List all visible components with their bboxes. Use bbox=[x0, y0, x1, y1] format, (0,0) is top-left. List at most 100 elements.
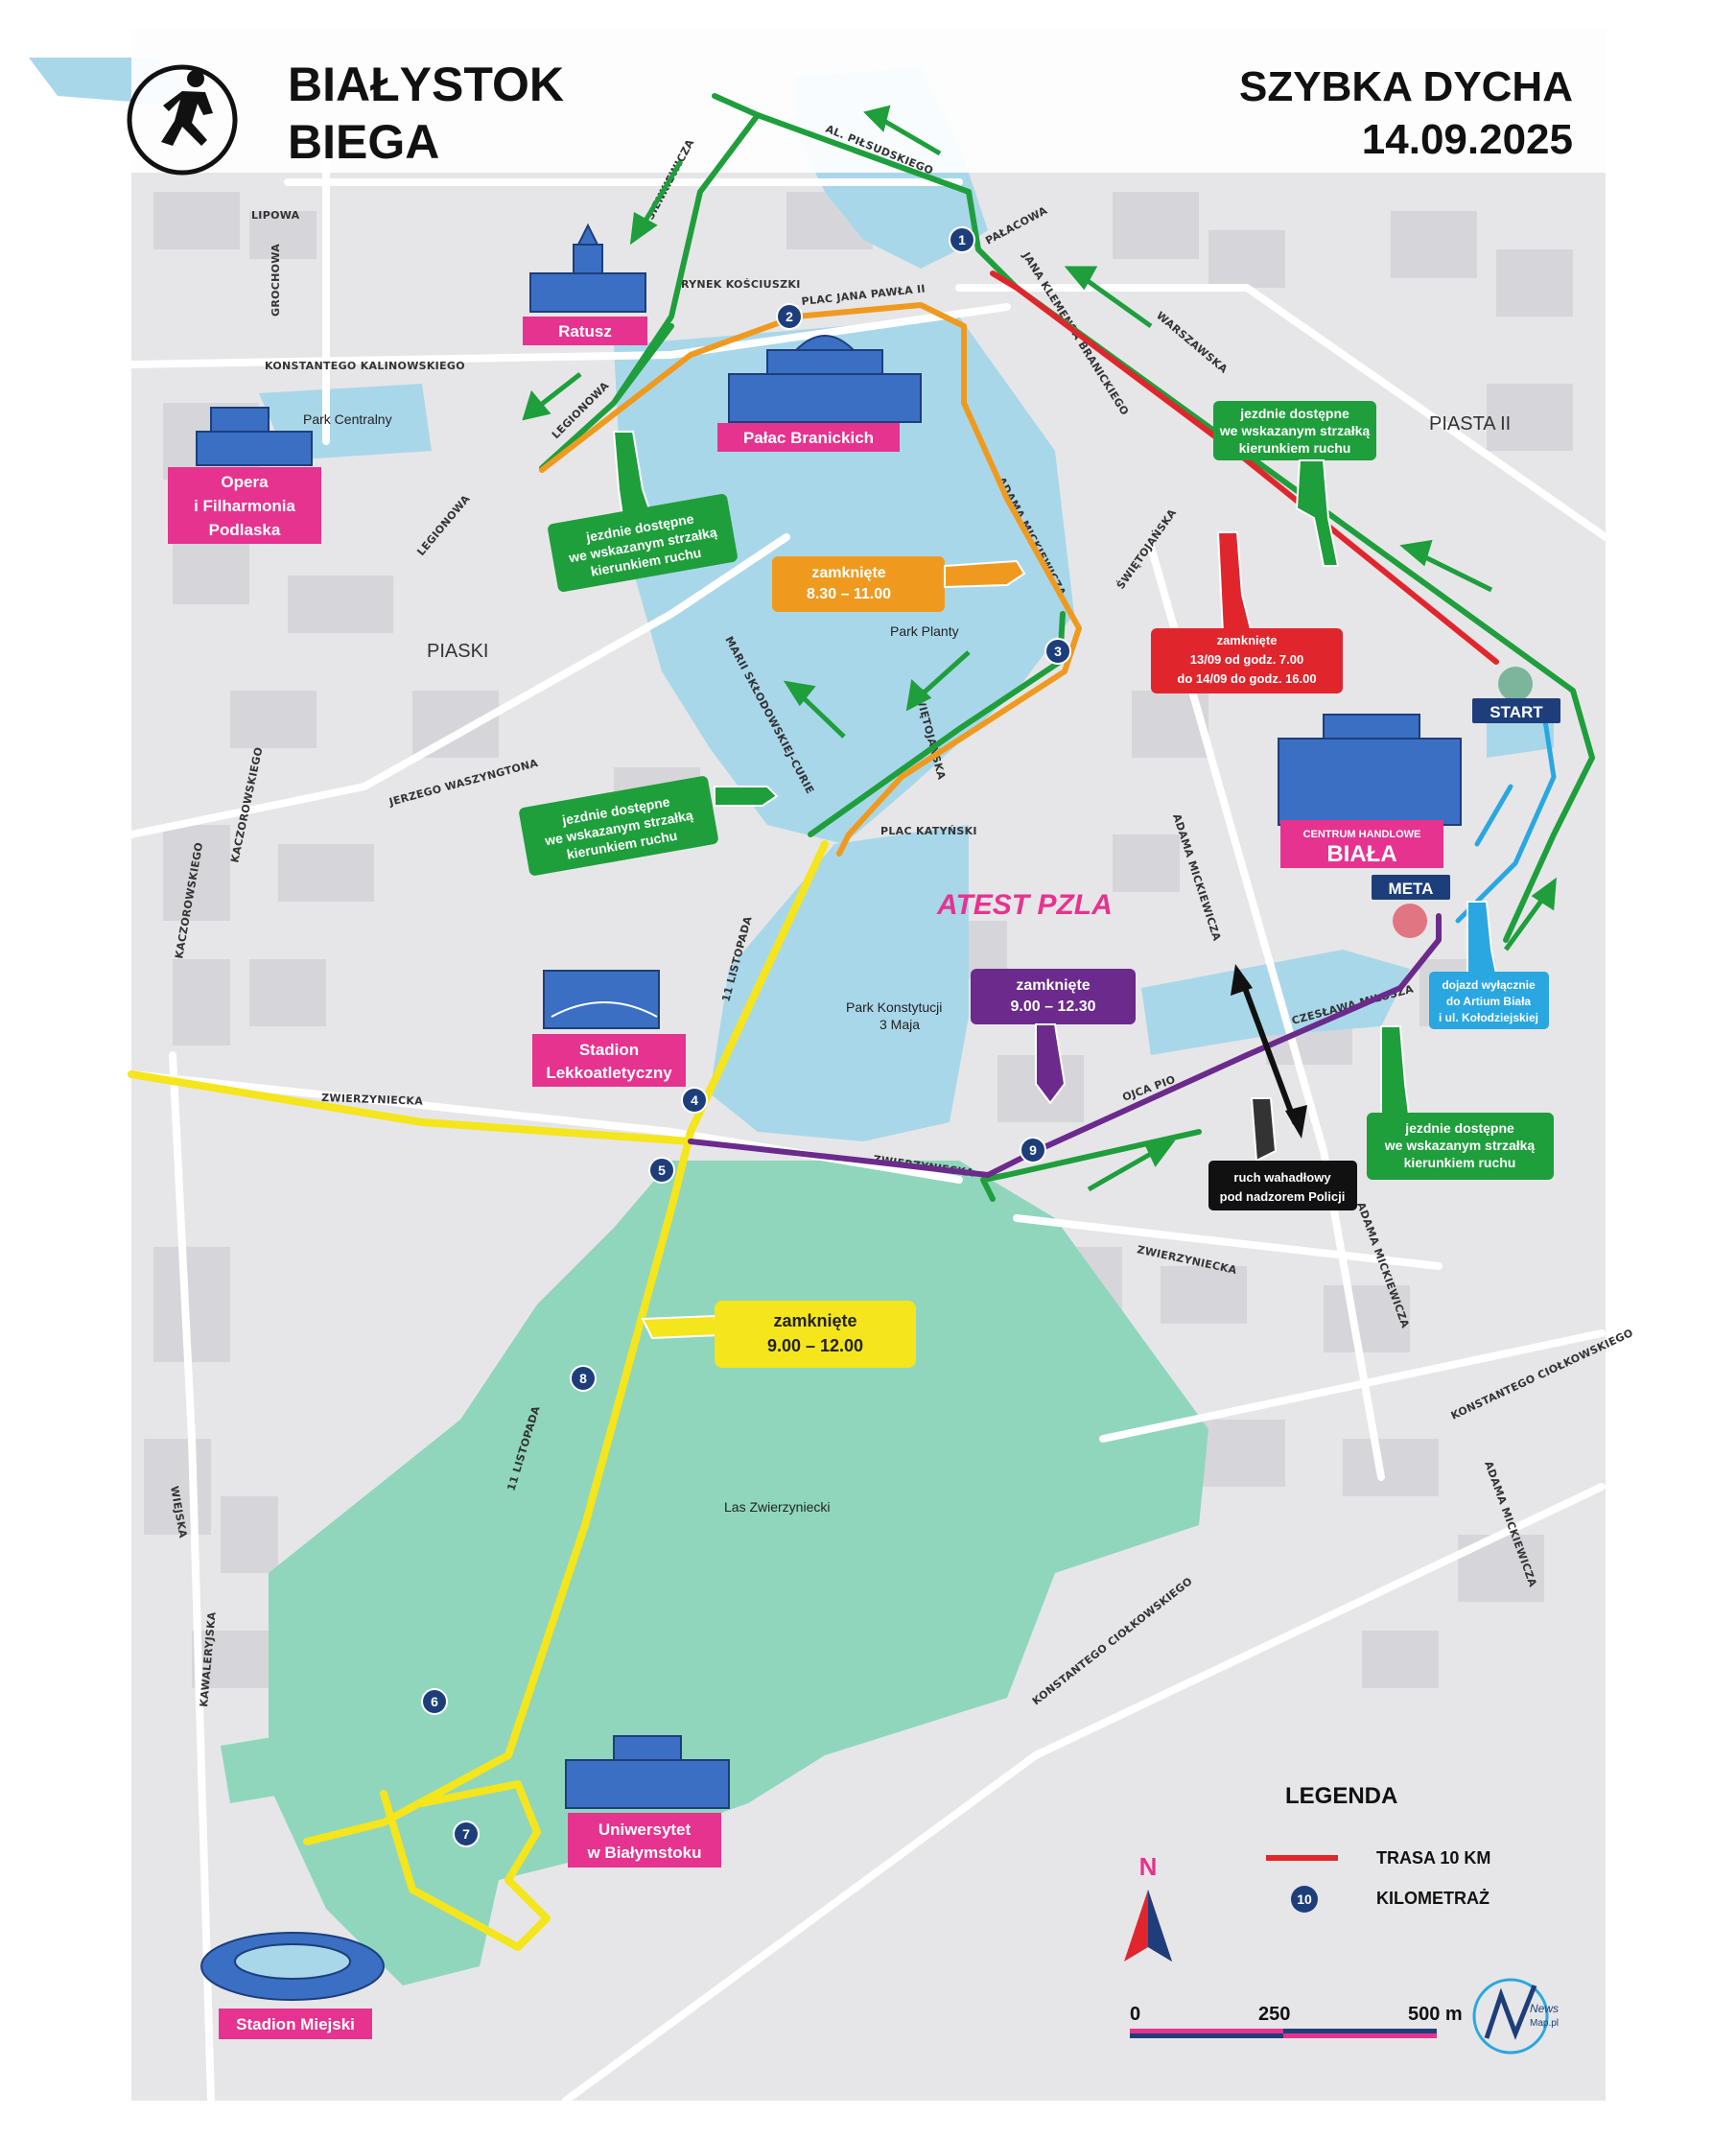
svg-text:we wskazanym strzałką: we wskazanym strzałką bbox=[1219, 423, 1371, 438]
km-marker-2: 2 bbox=[776, 303, 803, 330]
street-lipowa: LIPOWA bbox=[251, 209, 300, 222]
biala-label-name: BIAŁA bbox=[1326, 841, 1396, 867]
street-zwierzyniecka-1: ZWIERZYNIECKA bbox=[321, 1092, 424, 1108]
street-grochowa: GROCHOWA bbox=[270, 244, 282, 317]
credit-line2: Map.pl bbox=[1530, 2018, 1559, 2029]
svg-text:pod nadzorem Policji: pod nadzorem Policji bbox=[1220, 1189, 1346, 1204]
landmarks: Ratusz Pałac Branickich Opera i Filharmo… bbox=[168, 223, 1462, 2039]
park-centralny-label: Park Centralny bbox=[303, 411, 392, 427]
logo-title-line2: BIEGA bbox=[288, 115, 439, 169]
green-note-plac: jezdnie dostępne we wskazanym strzałką k… bbox=[519, 776, 779, 876]
park-konstytucji-label-1: Park Konstytucji bbox=[846, 999, 942, 1015]
credit: News Map.pl bbox=[1472, 1978, 1559, 2055]
km-marker-9: 9 bbox=[1020, 1137, 1046, 1163]
opera-building-icon bbox=[196, 407, 313, 466]
km-marker-4: 4 bbox=[681, 1087, 708, 1114]
las-label: Las Zwierzyniecki bbox=[724, 1499, 830, 1515]
svg-text:8: 8 bbox=[579, 1371, 587, 1386]
pointing-hand-icon-up-2 bbox=[1380, 1025, 1412, 1123]
km-marker-1: 1 bbox=[949, 226, 975, 253]
green-note-milosza: jezdnie dostępne we wskazanym strzałką k… bbox=[1367, 1025, 1554, 1180]
arena-icon bbox=[200, 1932, 385, 2001]
legend-km-symbol: 10 bbox=[1297, 1891, 1312, 1907]
event-date: 14.09.2025 bbox=[1362, 116, 1573, 163]
two-way-arrow-head-top bbox=[1231, 964, 1253, 996]
svg-text:zamknięte: zamknięte bbox=[1016, 977, 1090, 994]
svg-text:3: 3 bbox=[1054, 644, 1062, 659]
area-piasta: PIASTA II bbox=[1429, 413, 1511, 435]
svg-text:kierunkiem ruchu: kierunkiem ruchu bbox=[1404, 1155, 1516, 1170]
start-marker bbox=[1498, 667, 1533, 701]
park-konstytucji-label-2: 3 Maja bbox=[880, 1017, 920, 1032]
palac-landmark: Pałac Branickich bbox=[717, 335, 922, 452]
street-kalinowskiego: KONSTANTEGO KALINOWSKIEGO bbox=[265, 360, 465, 372]
svg-text:7: 7 bbox=[462, 1826, 470, 1842]
route-purple bbox=[688, 913, 1442, 1178]
blue-note: dojazd wyłącznie do Artium Biała i ul. K… bbox=[1429, 901, 1549, 1029]
street-rynek: RYNEK KOŚCIUSZKI bbox=[681, 278, 801, 291]
meta-label: META bbox=[1389, 880, 1434, 898]
palac-label: Pałac Branickich bbox=[743, 429, 874, 447]
legend-title: LEGENDA bbox=[1285, 1783, 1397, 1809]
logo-title-line1: BIAŁYSTOK bbox=[288, 58, 564, 111]
svg-text:9.00 – 12.30: 9.00 – 12.30 bbox=[1011, 999, 1096, 1015]
svg-text:zamknięte: zamknięte bbox=[1217, 633, 1278, 647]
purple-note: zamknięte 9.00 – 12.30 bbox=[971, 969, 1136, 1105]
svg-text:2: 2 bbox=[786, 309, 793, 324]
black-note: ruch wahadłowy pod nadzorem Policji bbox=[1208, 1097, 1357, 1210]
svg-text:8.30 – 11.00: 8.30 – 11.00 bbox=[807, 586, 891, 602]
header: BIAŁYSTOK BIEGA SZYBKA DYCHA 14.09.2025 bbox=[127, 29, 1606, 176]
route-green-ojca bbox=[980, 1129, 1202, 1202]
university-building-icon bbox=[565, 1735, 730, 1809]
start-badge bbox=[1472, 698, 1560, 723]
svg-text:zamknięte: zamknięte bbox=[811, 565, 885, 581]
scale-500: 500 m bbox=[1408, 2004, 1463, 2025]
runner-logo-circle bbox=[127, 64, 238, 176]
park-planty-label: Park Planty bbox=[890, 623, 959, 639]
svg-text:jezdnie dostępne: jezdnie dostępne bbox=[1239, 406, 1349, 421]
ratusz-building-icon bbox=[529, 223, 646, 313]
legend: LEGENDA TRASA 10 KM 10 KILOMETRAŻ bbox=[1266, 1783, 1490, 1913]
two-way-arrow-head-bottom bbox=[1285, 1105, 1307, 1139]
meta-badge bbox=[1372, 875, 1450, 900]
runner-icon bbox=[161, 70, 213, 146]
svg-text:i ul. Kołodziejskiej: i ul. Kołodziejskiej bbox=[1439, 1011, 1538, 1024]
ratusz-landmark: Ratusz bbox=[523, 223, 647, 345]
svg-text:dojazd wyłącznie: dojazd wyłącznie bbox=[1442, 978, 1536, 992]
uniwersytet-label-1: Uniwersytet bbox=[598, 1821, 692, 1839]
svg-text:5: 5 bbox=[658, 1163, 666, 1178]
svg-text:4: 4 bbox=[691, 1092, 698, 1108]
uniwersytet-landmark: Uniwersytet w Białymstoku bbox=[565, 1735, 730, 1868]
route-green-plac bbox=[808, 611, 1066, 837]
km-marker-3: 3 bbox=[1044, 638, 1071, 665]
svg-text:zamknięte: zamknięte bbox=[773, 1311, 856, 1330]
biala-landmark: CENTRUM HANDLOWE BIAŁA bbox=[1278, 714, 1462, 868]
scale-0: 0 bbox=[1130, 2004, 1140, 2025]
compass: N bbox=[1124, 1852, 1172, 1962]
newsmap-logo-icon bbox=[1472, 1978, 1549, 2055]
svg-text:ruch wahadłowy: ruch wahadłowy bbox=[1233, 1170, 1331, 1185]
route-blue bbox=[1455, 712, 1557, 924]
yellow-note: zamknięte 9.00 – 12.00 bbox=[641, 1301, 916, 1368]
stadium-track-icon bbox=[543, 970, 660, 1029]
pointing-hand-icon-yellow bbox=[641, 1314, 721, 1340]
svg-text:kierunkiem ruchu: kierunkiem ruchu bbox=[1239, 440, 1351, 456]
km-marker-8: 8 bbox=[570, 1365, 597, 1392]
svg-text:13/09 od godz. 7.00: 13/09 od godz. 7.00 bbox=[1190, 652, 1304, 667]
km-marker-6: 6 bbox=[421, 1688, 448, 1715]
opera-label-1: Opera bbox=[221, 473, 269, 491]
direction-arrows bbox=[522, 105, 1557, 1192]
svg-text:we wskazanym strzałką: we wskazanym strzałką bbox=[1384, 1138, 1536, 1153]
meta-marker bbox=[1393, 904, 1427, 938]
stadion-lekko-label-1: Stadion bbox=[579, 1041, 639, 1059]
legend-km-label: KILOMETRAŻ bbox=[1376, 1889, 1490, 1908]
route-yellow bbox=[128, 840, 829, 1951]
opera-landmark: Opera i Filharmonia Podlaska bbox=[168, 407, 321, 544]
km-marker-7: 7 bbox=[453, 1821, 480, 1847]
pointing-hand-icon-orange bbox=[944, 559, 1026, 589]
pointing-hand-icon-black bbox=[1250, 1097, 1278, 1163]
stadion-lekko-label-2: Lekkoatletyczny bbox=[546, 1064, 672, 1082]
compass-label: N bbox=[1139, 1852, 1158, 1881]
svg-text:do Artium Biała: do Artium Biała bbox=[1446, 995, 1532, 1008]
biala-label-top: CENTRUM HANDLOWE bbox=[1303, 829, 1421, 840]
